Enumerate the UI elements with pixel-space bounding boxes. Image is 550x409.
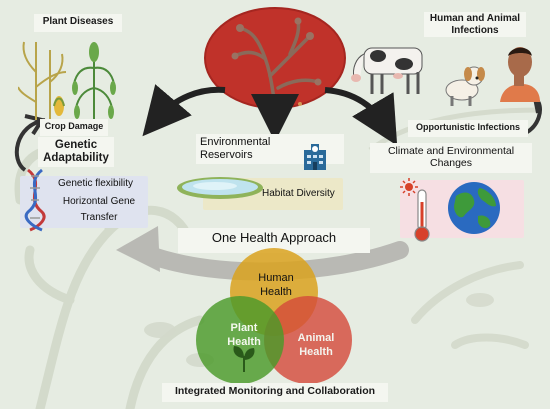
lake-icon bbox=[177, 177, 263, 199]
human-animal-infections-label: Human and Animal Infections bbox=[424, 12, 526, 37]
person-icon bbox=[500, 47, 540, 102]
genetic-box bbox=[20, 176, 148, 228]
fungus-icon bbox=[204, 7, 346, 112]
environmental-reservoirs-text: Environmental Reservoirs bbox=[200, 136, 271, 161]
plant-health-text: Plant Health bbox=[227, 322, 261, 348]
dog-icon bbox=[445, 66, 485, 106]
genetic-adaptability-label: Genetic Adaptability bbox=[38, 137, 114, 167]
plant-sprout-icon bbox=[233, 346, 255, 372]
genetic-flexibility-text: Genetic flexibility bbox=[58, 178, 134, 189]
animal-health-text: Animal Health bbox=[297, 332, 335, 358]
opportunistic-infections-label: Opportunistic Infections bbox=[408, 120, 528, 137]
cow-icon bbox=[351, 47, 423, 94]
corn-icon bbox=[18, 41, 67, 120]
human-health-text: Human Health bbox=[258, 272, 294, 298]
hospital-icon bbox=[304, 144, 326, 170]
plant-diseases-label: Plant Diseases bbox=[34, 14, 122, 32]
habitat-diversity-text: Habitat Diversity bbox=[262, 188, 335, 199]
horizontal-gene-transfer-text: Horizontal Gene Transfer bbox=[62, 196, 136, 223]
sun-icon bbox=[400, 178, 418, 196]
thermometer-icon bbox=[414, 189, 430, 242]
wheat-icon bbox=[72, 42, 116, 120]
animal-health-circle bbox=[264, 296, 352, 384]
dna-icon bbox=[24, 168, 46, 232]
crop-damage-label: Crop Damage bbox=[40, 119, 108, 136]
plant-health-circle bbox=[196, 296, 284, 384]
climate-changes-label: Climate and Environmental Changes bbox=[370, 143, 532, 173]
globe-icon bbox=[448, 182, 500, 234]
venn-diagram bbox=[196, 248, 352, 384]
integrated-monitoring-label: Integrated Monitoring and Collaboration bbox=[162, 383, 388, 402]
